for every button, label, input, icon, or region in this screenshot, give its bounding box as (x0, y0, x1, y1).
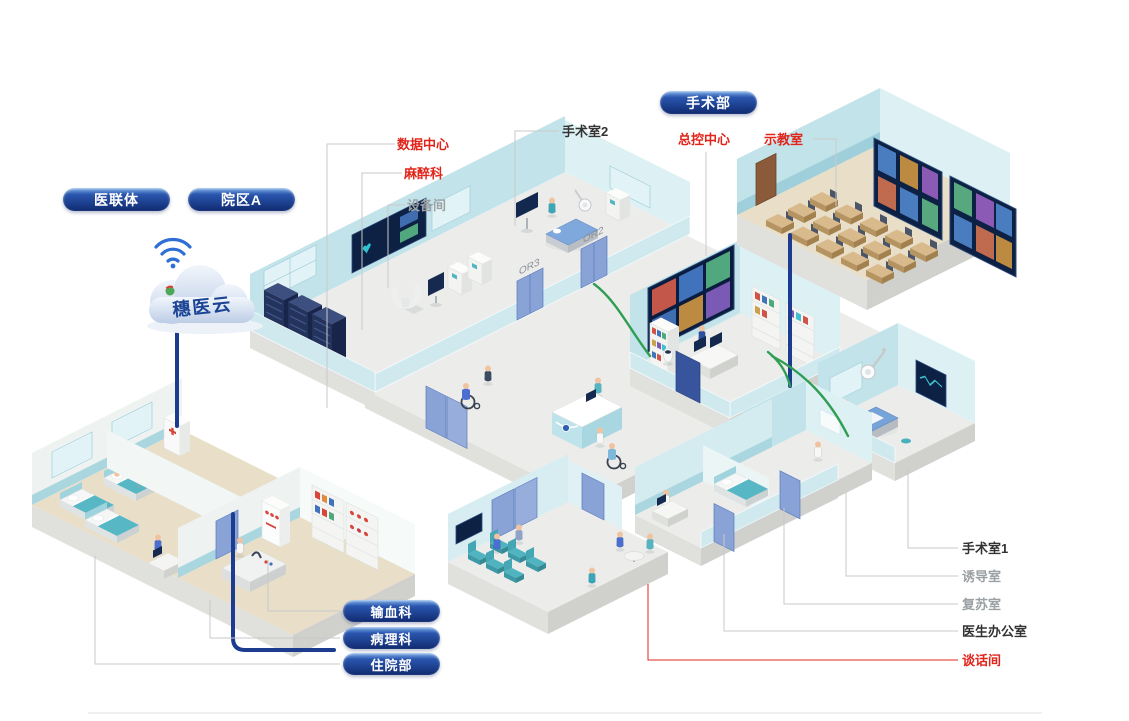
monitor-stand-icon (516, 192, 538, 233)
hospital-logo-icon (562, 424, 570, 432)
leader-pathology (209, 600, 340, 639)
microscope-icon (251, 551, 262, 559)
leader-induction (845, 492, 958, 577)
pill-blood-transfusion-label: 输血科 (370, 604, 413, 620)
pill-medical-alliance-label: 医联体 (94, 191, 139, 208)
leader-talk-room (647, 584, 958, 661)
office-desk-icon (651, 489, 689, 527)
wheelchair-transport-icon (595, 427, 627, 470)
equipment-room-window (431, 185, 471, 232)
medical-wall-screen: ♥ (351, 197, 427, 274)
callout-operating-room-2: 手术室2 (562, 124, 609, 139)
specimen-shelf-icon (311, 484, 345, 554)
cloud-icon: 穗医云 (147, 265, 263, 334)
supply-cabinet-icon (751, 285, 781, 351)
cloud-logo-icon (165, 286, 175, 296)
callout-demo-classroom: 示教室 (764, 132, 804, 147)
or1-cable (770, 354, 850, 438)
pill-inpatient-label: 住院部 (370, 657, 413, 673)
leader-recovery (783, 508, 958, 605)
leader-or2 (514, 130, 559, 226)
callout-operating-room-1: 手术室1 (962, 541, 1009, 556)
pill-campus-a: 院区A (188, 188, 295, 211)
pill-blood-transfusion: 输血科 (343, 600, 440, 622)
recovery-office-wing (635, 399, 839, 566)
entrance-double-door (425, 385, 468, 450)
leader-demo-classroom (813, 138, 837, 206)
lab-bench-icon (221, 537, 287, 592)
waiting-tv-icon (455, 512, 483, 545)
or1-monitor-icon (915, 359, 947, 408)
callout-master-control: 总控中心 (678, 132, 731, 147)
pill-medical-alliance: 医联体 (63, 188, 170, 211)
stool-icon (901, 438, 911, 444)
or2-cable (592, 282, 652, 358)
wifi-icon (154, 237, 192, 269)
pill-surgery-dept-label: 手术部 (686, 94, 731, 111)
reception-desk (551, 377, 623, 449)
operating-room-2-interior (516, 187, 631, 253)
recovery-door (779, 470, 801, 520)
surgery-wing: ♥ (249, 116, 691, 410)
classroom-screen-icon (949, 175, 1017, 278)
classroom-screen-icon (873, 137, 943, 241)
wheelchair-patient-icon (460, 383, 481, 410)
leader-equipment-room (387, 204, 405, 288)
robot-icon (663, 347, 673, 366)
waiting-double-door (491, 476, 538, 541)
callout-talk-room: 谈话间 (962, 653, 1002, 668)
callout-leaders (94, 130, 958, 665)
pill-surgery-dept: 手术部 (660, 91, 757, 114)
talk-table-icon (615, 531, 655, 562)
corridor-items (425, 365, 627, 470)
operating-table-icon (545, 218, 599, 253)
pill-pathology-label: 病理科 (370, 631, 413, 647)
pill-inpatient: 住院部 (343, 653, 440, 675)
wall-frame-icon (819, 408, 841, 436)
leader-doctor-office (723, 534, 958, 632)
leader-anesthesiology (361, 172, 402, 330)
pill-pathology: 病理科 (343, 627, 440, 649)
cloud-platform: 穗医云 (147, 237, 263, 334)
callout-equipment-room: 设备间 (407, 198, 447, 213)
control-cable (766, 350, 792, 388)
waiting-area-block (448, 454, 668, 634)
demo-classroom-block (737, 88, 1017, 310)
callout-anesthesiology: 麻醉科 (404, 166, 444, 181)
leader-inpatient (94, 556, 340, 665)
control-room-door (675, 350, 701, 404)
talk-room-door (581, 472, 605, 521)
callout-induction-room: 诱导室 (962, 569, 1002, 584)
master-control-room (629, 240, 841, 436)
c-arm-xray-icon (391, 279, 424, 314)
leader-or1 (907, 470, 958, 549)
callout-recovery-room: 复苏室 (962, 597, 1002, 612)
pill-campus-a-label: 院区A (220, 191, 263, 208)
callout-data-center: 数据中心 (397, 137, 450, 152)
blood-bag-shelf-icon (345, 501, 379, 571)
heart-glyph: ♥ (362, 237, 372, 260)
leader-data-center (326, 143, 395, 408)
blood-fridge-icon (261, 496, 290, 548)
callout-doctor-office: 医生办公室 (962, 624, 1028, 639)
classroom-door (755, 152, 777, 207)
monitor-cart-icon (428, 272, 444, 307)
ward-window (51, 431, 93, 479)
leader-blood-transfusion (267, 560, 340, 612)
